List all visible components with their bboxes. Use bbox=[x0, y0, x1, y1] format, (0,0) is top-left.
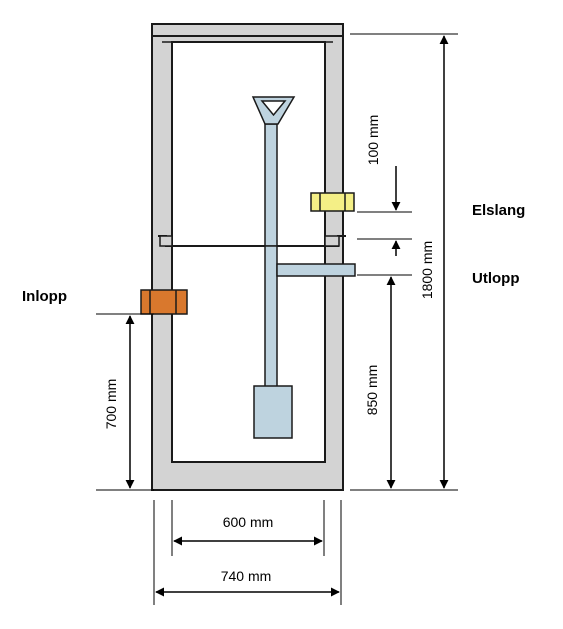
dim-740-label: 740 mm bbox=[221, 568, 272, 584]
partition-ledge bbox=[158, 235, 346, 247]
well-inner-chamber bbox=[171, 41, 326, 463]
dimension-arrows bbox=[125, 35, 449, 597]
inlet-pipe bbox=[140, 289, 188, 315]
outlet-pipe bbox=[276, 263, 356, 277]
dim-1800-label: 1800 mm bbox=[419, 241, 435, 299]
dim-850-label: 850 mm bbox=[364, 365, 380, 416]
inlopp-label: Inlopp bbox=[22, 288, 67, 305]
riser-pipe-lower bbox=[264, 245, 278, 389]
dim-700-label: 700 mm bbox=[103, 379, 119, 430]
pump-body bbox=[253, 385, 293, 439]
extension-lines bbox=[96, 33, 458, 605]
water-level-icon bbox=[260, 100, 287, 117]
elslang-label: Elslang bbox=[472, 202, 525, 219]
utlopp-label: Utlopp bbox=[472, 270, 519, 287]
well-lid bbox=[151, 23, 344, 37]
riser-pipe bbox=[251, 96, 296, 439]
dim-100-label: 100 mm bbox=[365, 115, 381, 166]
cable-sleeve bbox=[310, 192, 355, 212]
dim-600-label: 600 mm bbox=[223, 514, 274, 530]
riser-pipe-upper bbox=[264, 123, 278, 247]
well-body bbox=[151, 23, 344, 491]
